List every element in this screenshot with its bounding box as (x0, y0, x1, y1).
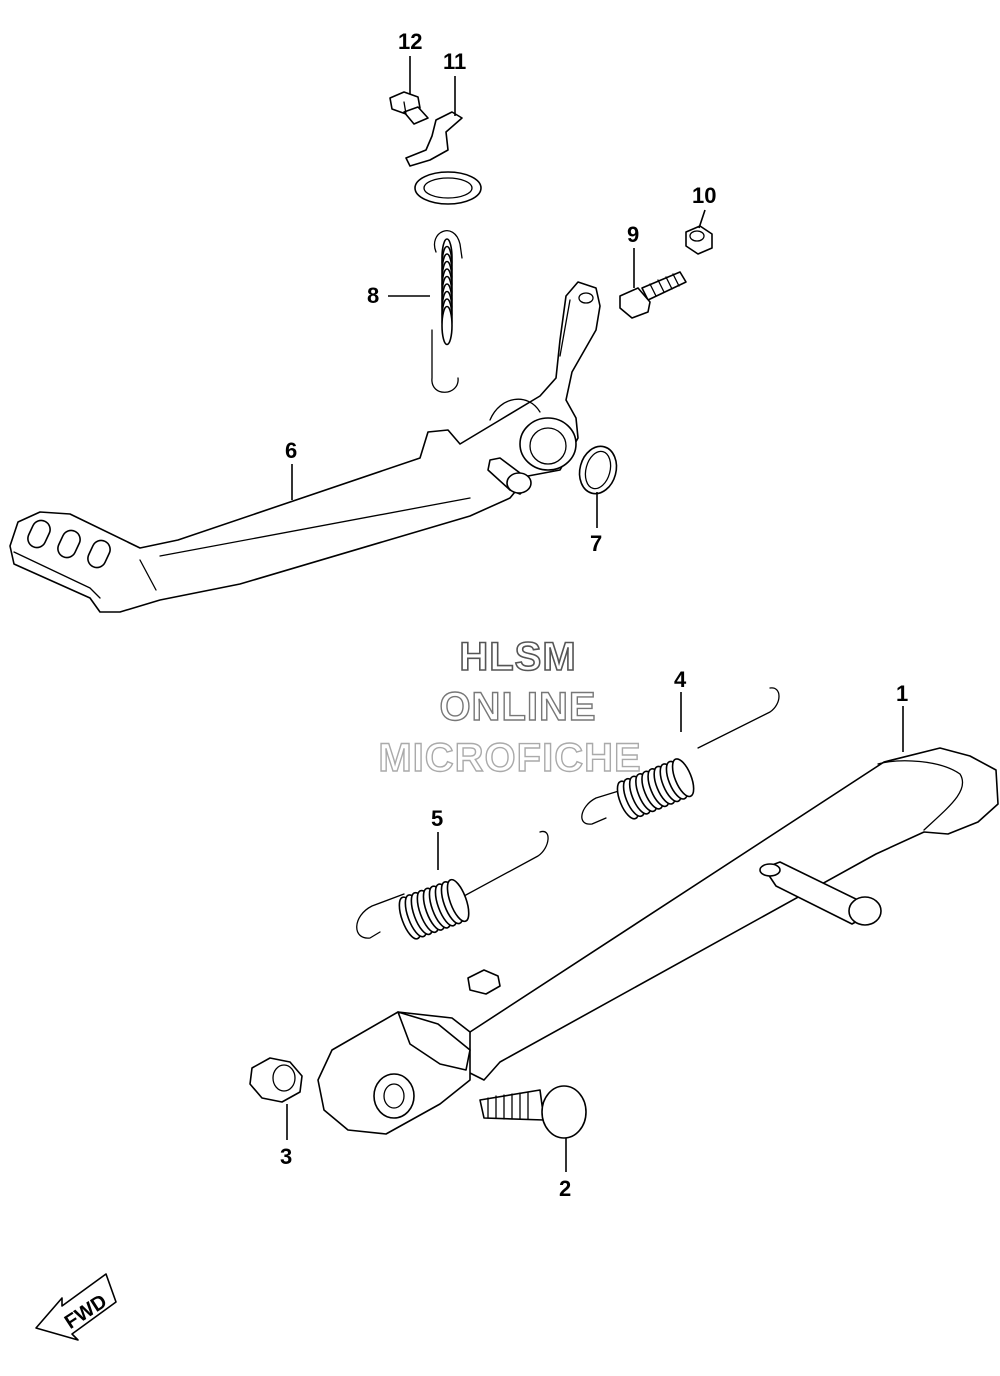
spring-coil (441, 305, 453, 346)
callout-11: 11 (443, 49, 466, 74)
watermark: HLSM ONLINE MICROFICHE (378, 634, 642, 781)
leader-lines (286, 56, 904, 1172)
callout-10: 10 (692, 183, 716, 208)
spring-coil (671, 758, 695, 798)
watermark-line-1: HLSM (459, 635, 576, 679)
callout-4: 4 (674, 667, 687, 692)
callout-2: 2 (559, 1176, 571, 1201)
part-3-nut (249, 1057, 303, 1103)
watermark-line-2: ONLINE (439, 685, 596, 729)
callout-1: 1 (896, 681, 908, 706)
part-6-brake-pedal (9, 281, 601, 613)
forward-arrow-icon: FWD (35, 1273, 117, 1341)
callout-7: 7 (590, 531, 602, 556)
callout-5: 5 (431, 806, 443, 831)
spring-coil (446, 878, 470, 923)
part-11-bracket (405, 111, 482, 205)
callout-12: 12 (398, 29, 422, 54)
part-9-bolt (619, 271, 687, 319)
callout-8: 8 (367, 283, 379, 308)
watermark-line-3: MICROFICHE (378, 736, 641, 780)
callouts: 12 11 10 9 8 6 7 4 1 5 3 2 (280, 29, 908, 1201)
callout-9: 9 (627, 222, 639, 247)
leader-10 (698, 209, 706, 229)
pedal-pad-grips (27, 519, 111, 569)
callout-6: 6 (285, 438, 297, 463)
callout-3: 3 (280, 1144, 292, 1169)
part-8-spring (431, 230, 463, 393)
part-12-bolt (389, 91, 429, 125)
part-10-nut (685, 225, 713, 255)
part-1-side-stand (317, 747, 999, 1135)
part-7-circlip (578, 445, 618, 495)
part-4-spring (581, 687, 780, 825)
part-5-spring (356, 830, 549, 940)
part-2-bolt (479, 1085, 587, 1139)
